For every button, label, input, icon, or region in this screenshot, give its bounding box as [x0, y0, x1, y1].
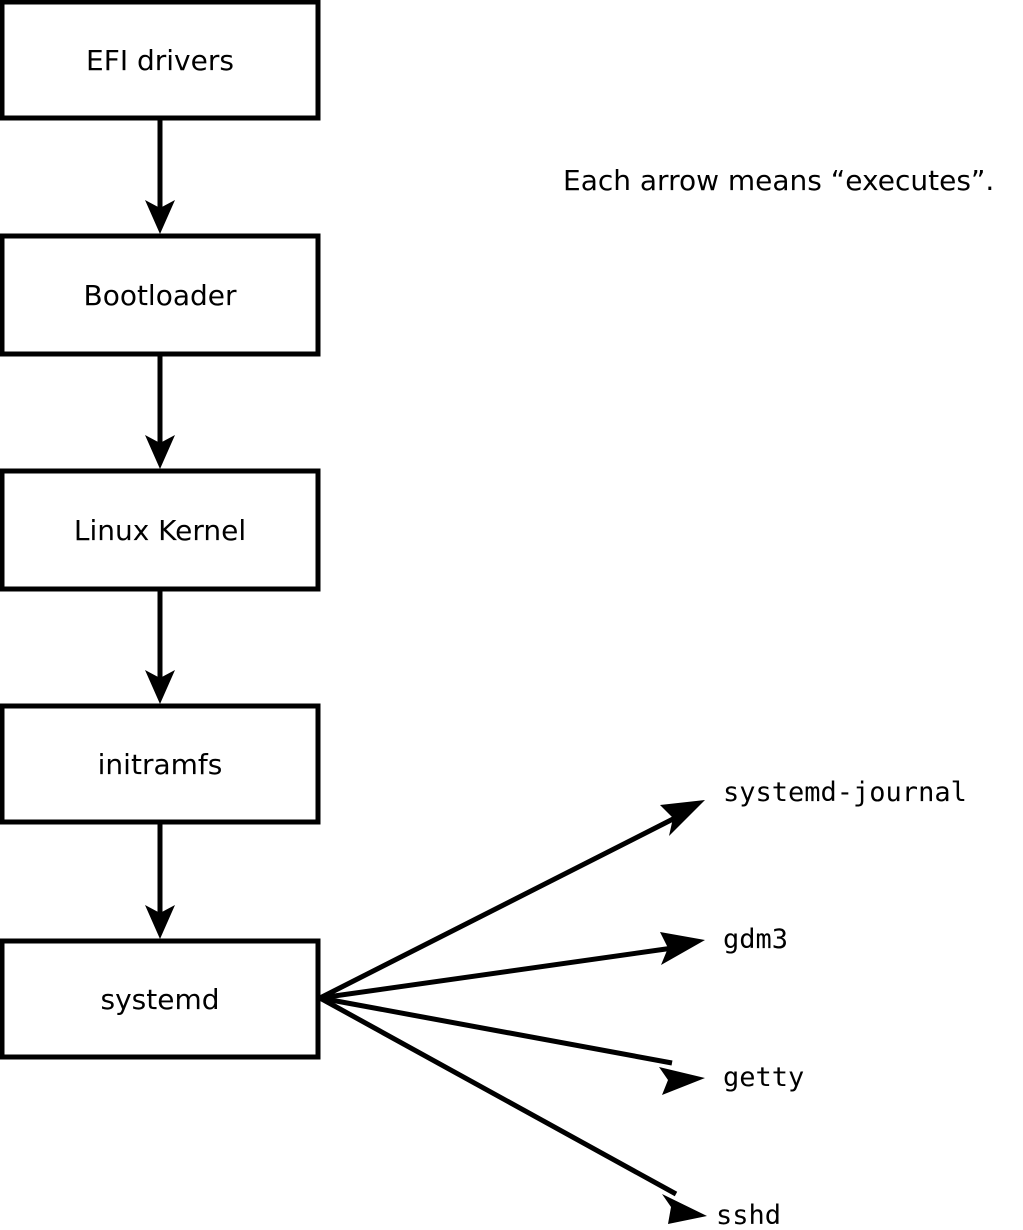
arrow-head [660, 800, 705, 836]
node-box [0, 233, 321, 357]
node-label: EFI drivers [86, 44, 234, 77]
service-label-gdm3[interactable]: gdm3 [723, 924, 788, 955]
arrow-bootloader-to-linux-kernel [145, 354, 175, 469]
arrow-head [145, 200, 175, 234]
arrow-efi-drivers-to-bootloader [145, 118, 175, 234]
arrow-head [145, 905, 175, 939]
node-label: Linux Kernel [74, 514, 246, 547]
arrow-initramfs-to-systemd [145, 822, 175, 939]
node-bootloader[interactable]: Bootloader [0, 233, 321, 357]
diagram-caption: Each arrow means “executes”. [563, 164, 994, 197]
node-linux-kernel[interactable]: Linux Kernel [0, 468, 321, 592]
node-label: initramfs [98, 748, 223, 781]
arrow-head [145, 670, 175, 704]
arrow-head [660, 932, 705, 965]
arrow-shaft [319, 945, 674, 1001]
arrow-head [659, 1067, 705, 1095]
node-label: systemd [101, 983, 220, 1016]
node-systemd[interactable]: systemd [0, 938, 321, 1060]
arrow-shaft [318, 995, 678, 1197]
arrow-shaft [318, 815, 677, 1001]
arrow-head [145, 435, 175, 469]
service-label-getty[interactable]: getty [723, 1062, 804, 1093]
node-box [0, 938, 321, 1060]
arrow-systemd-to-gdm3 [319, 932, 705, 1001]
arrow-systemd-to-systemd-journal [318, 800, 705, 1001]
node-label: Bootloader [83, 279, 237, 312]
arrow-head [662, 1194, 707, 1224]
node-box [0, 703, 321, 825]
arrow-systemd-to-getty [319, 995, 705, 1095]
service-label-systemd-journal[interactable]: systemd-journal [723, 777, 967, 808]
service-label-sshd[interactable]: sshd [716, 1200, 781, 1230]
node-initramfs[interactable]: initramfs [0, 703, 321, 825]
arrow-systemd-to-sshd [318, 995, 707, 1224]
node-efi-drivers[interactable]: EFI drivers [0, 0, 321, 121]
arrow-shaft [319, 995, 673, 1066]
arrow-linux-kernel-to-initramfs [145, 589, 175, 704]
node-box [0, 0, 321, 121]
